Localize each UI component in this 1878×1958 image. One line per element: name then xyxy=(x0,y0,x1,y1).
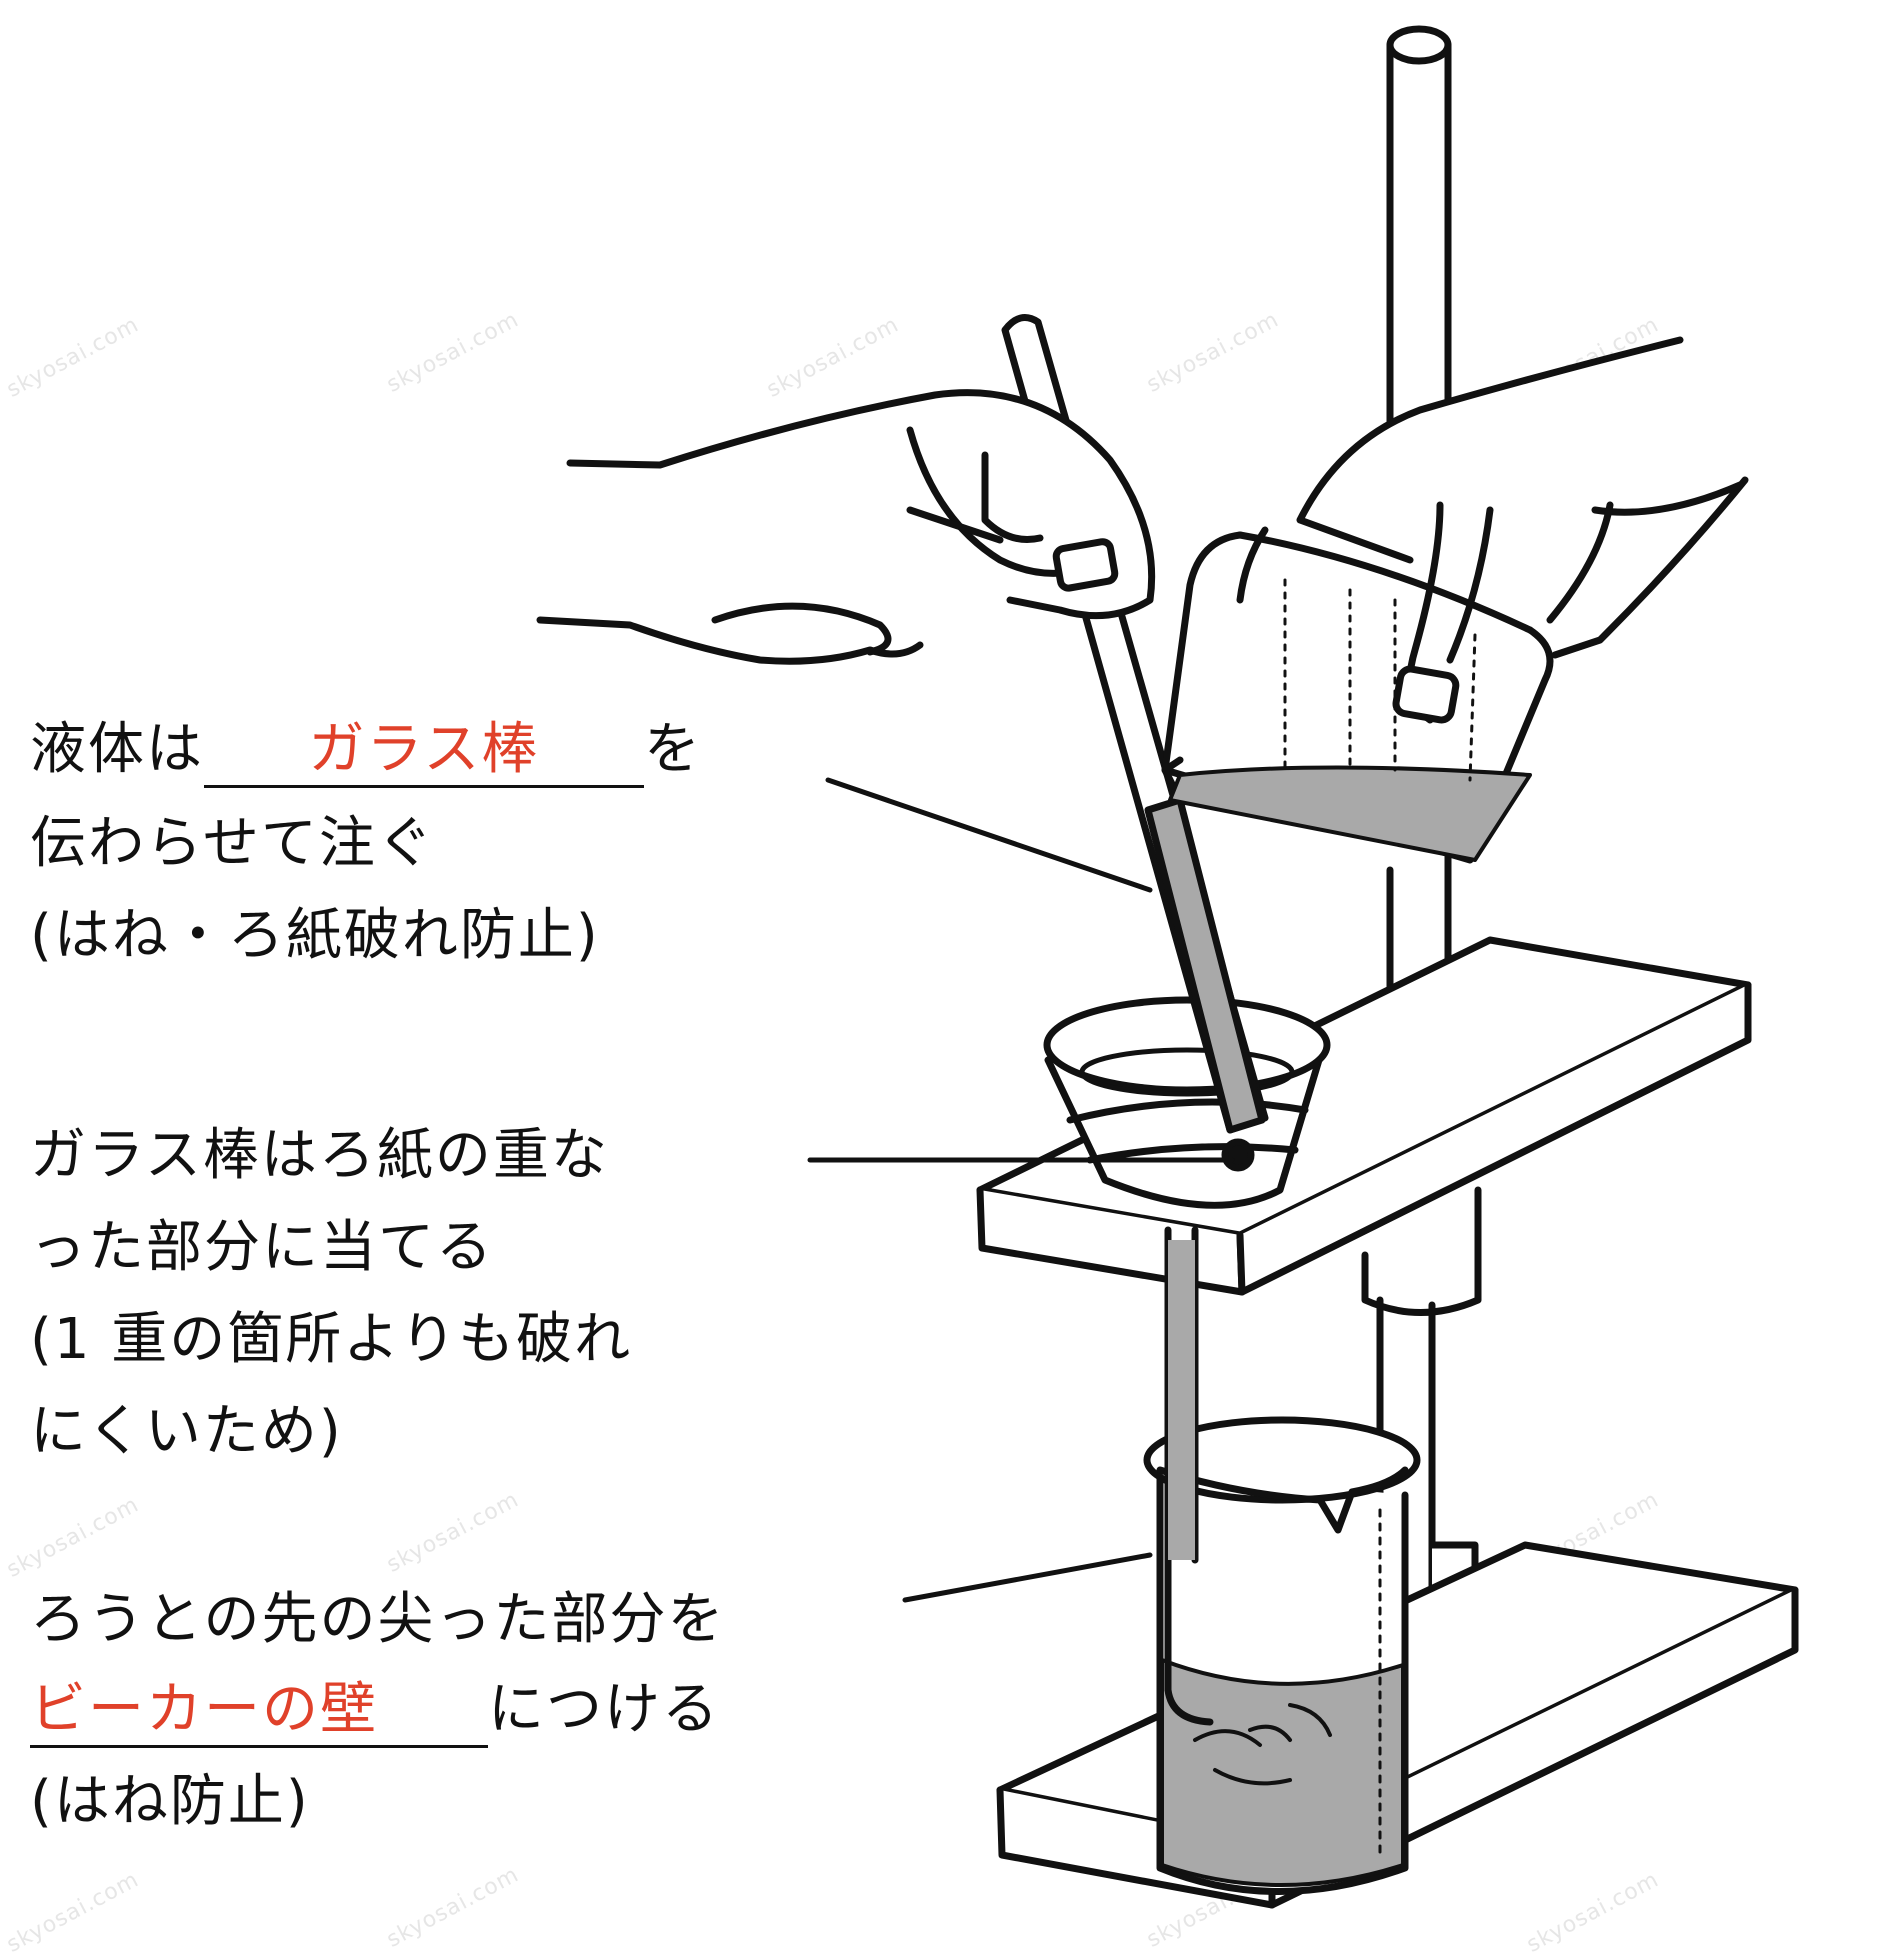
note-funnel-tip-line3: (はね防止) xyxy=(30,1769,310,1834)
note-text: 液体は xyxy=(30,717,204,782)
pouring-beaker xyxy=(1161,526,1554,864)
note-pour-line2: 伝わらせて注ぐ xyxy=(30,811,435,876)
note-text: につける xyxy=(488,1677,720,1742)
note-touch-line1: ガラス棒はろ紙の重な xyxy=(30,1123,609,1188)
note-text: を xyxy=(644,717,702,782)
leader-line-pour xyxy=(825,777,1153,893)
answer-beaker-wall: ビーカーの壁 xyxy=(30,1675,488,1748)
leader-lines xyxy=(807,777,1235,1603)
note-pour-line1: 液体はガラス棒を xyxy=(30,706,702,794)
left-hand xyxy=(536,389,1156,665)
note-touch-line2: った部分に当てる xyxy=(30,1215,494,1280)
note-funnel-tip-line2: ビーカーの壁につける xyxy=(30,1666,720,1754)
note-pour-line3: (はね・ろ紙破れ防止) xyxy=(30,903,600,968)
right-hand xyxy=(1296,336,1749,724)
answer-glass-rod: ガラス棒 xyxy=(204,715,644,788)
leader-line-funnel-tip xyxy=(902,1552,1153,1603)
funnel-stem xyxy=(1164,1226,1214,1726)
note-touch-line4: にくいため) xyxy=(30,1399,343,1464)
note-funnel-tip-line1: ろうとの先の尖った部分を xyxy=(30,1587,726,1652)
note-touch-line3: (1 重の箇所よりも破れ xyxy=(30,1307,633,1372)
stand-rod xyxy=(1386,25,1452,1089)
receiving-beaker xyxy=(1143,1416,1421,1895)
